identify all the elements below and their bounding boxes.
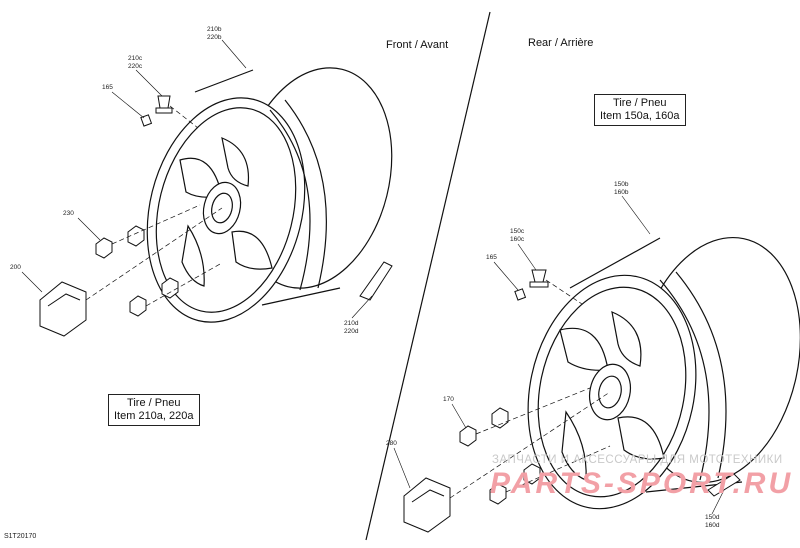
rear-hub-cap [403,477,451,533]
front-hub-cap [39,281,87,337]
front-rear-divider [365,11,491,541]
callout-280: 280 [386,440,397,447]
front-wheel [146,67,393,323]
watermark-tagline: ЗАПЧАСТИ И АКСЕССУАРЫ ДЛЯ МОТОТЕХНИКИ [492,454,783,466]
front-assembly-lines [85,105,223,307]
rear-balance-weight [707,473,741,497]
watermark-logo: PARTS-SPORT.RU [490,467,794,500]
callout-200: 200 [10,264,21,271]
rear-tire-items: Item 150a, 160a [600,110,680,122]
rear-tire-box: Tire / Pneu Item 150a, 160a [594,94,686,126]
callout-165-rear: 165 [486,254,497,261]
front-wheel-nuts [95,225,179,317]
front-tire-items: Item 210a, 220a [114,410,194,422]
callout-170: 170 [443,396,454,403]
callout-230: 230 [63,210,74,217]
front-tire-title: Tire / Pneu [127,397,181,409]
rear-valve-cap [514,288,527,301]
rear-tire-title: Tire / Pneu [613,97,667,109]
rear-leader-lines [393,195,725,515]
front-leader-lines [21,39,373,319]
front-valve-stem [155,95,173,114]
rear-wheel [527,236,800,510]
front-balance-weight [359,261,393,301]
rear-assembly-lines [449,279,611,499]
drawing-code: S1T20170 [4,533,37,540]
callout-165-front: 165 [102,84,113,91]
front-tire-box: Tire / Pneu Item 210a, 220a [108,394,200,426]
rear-valve-stem [529,269,549,288]
rear-section-title: Rear / Arrière [528,37,594,49]
front-section-title: Front / Avant [386,39,449,51]
